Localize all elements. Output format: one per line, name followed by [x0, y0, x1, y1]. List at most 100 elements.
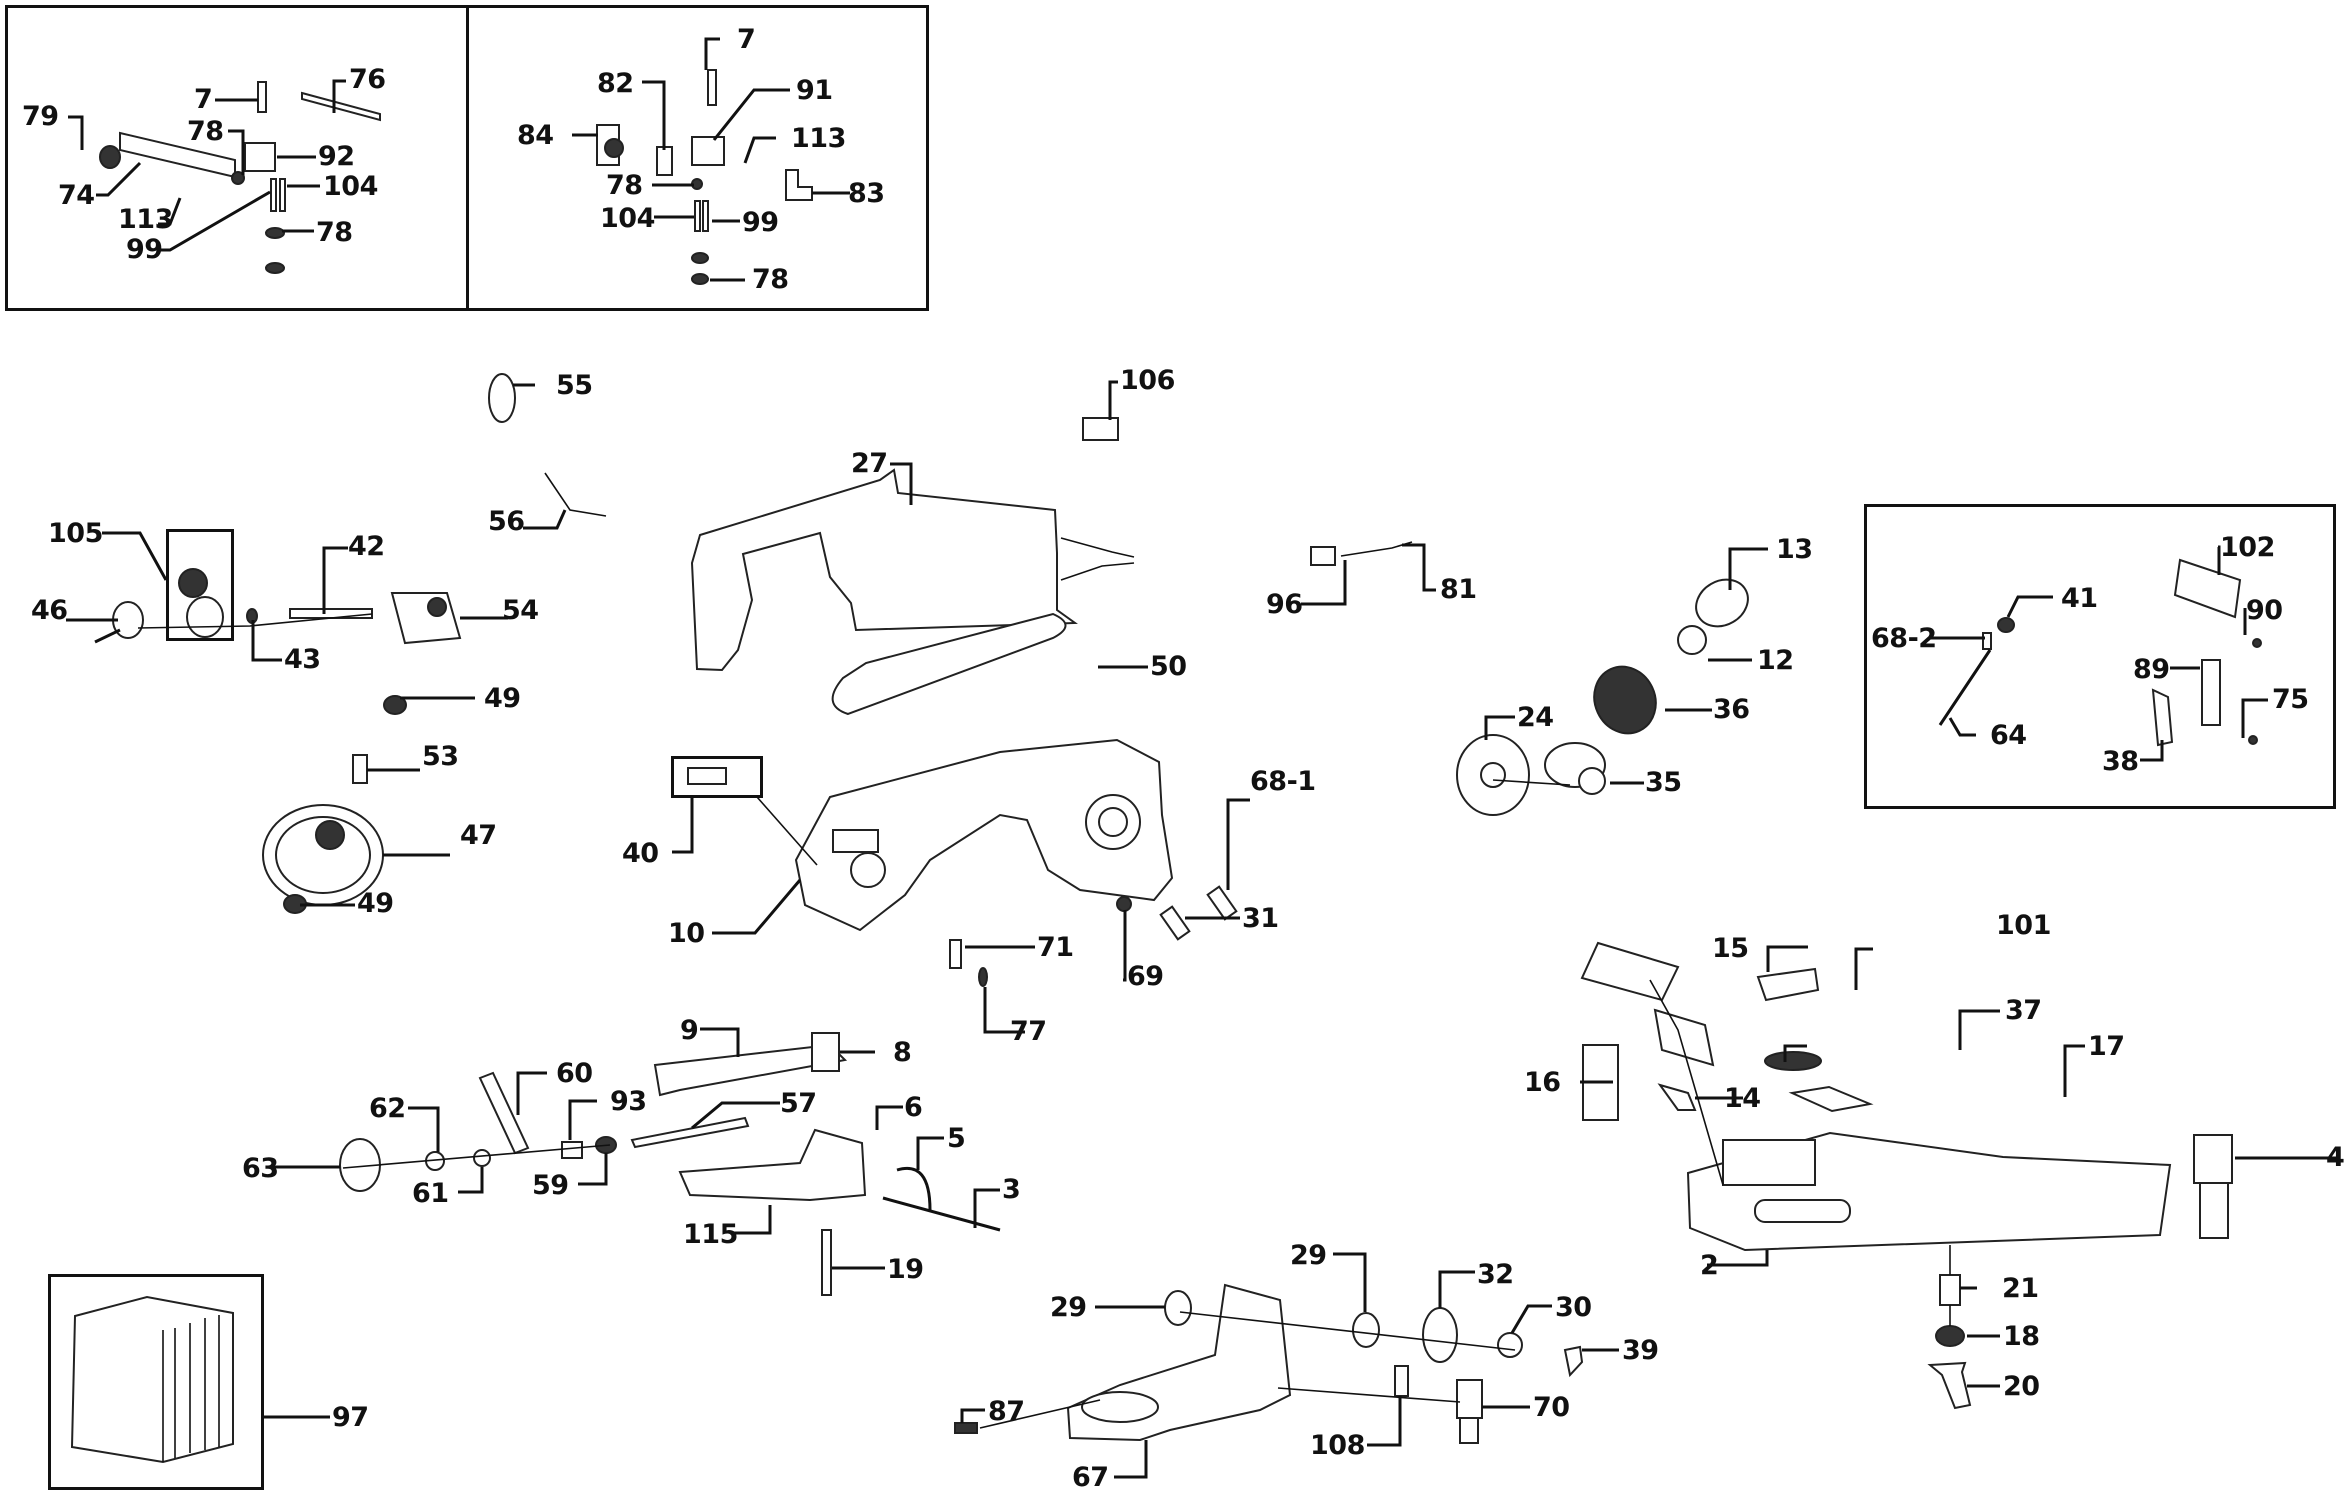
label-6: 6 — [904, 1092, 923, 1123]
label-76: 76 — [349, 64, 386, 95]
label-99-right: 99 — [742, 207, 779, 238]
part-97-chip-tray — [70, 1295, 234, 1464]
part-68-1-pin — [1206, 885, 1238, 921]
label-89: 89 — [2133, 654, 2170, 685]
part-104-99-pins-right — [694, 200, 709, 232]
label-60: 60 — [556, 1058, 593, 1089]
part-53-stud — [352, 754, 368, 784]
part-47-handwheel — [262, 804, 384, 906]
label-69: 69 — [1127, 961, 1164, 992]
label-13: 13 — [1776, 534, 1813, 565]
part-32-flange — [1422, 1307, 1458, 1363]
label-78-right-lower: 78 — [752, 264, 789, 295]
label-113-left: 113 — [118, 204, 173, 235]
part-46-lever-handle — [94, 601, 144, 644]
part-108-plate — [1394, 1365, 1409, 1397]
label-41: 41 — [2061, 583, 2098, 614]
label-104-right: 104 — [600, 203, 655, 234]
part-90-screw — [2252, 638, 2262, 648]
label-63: 63 — [242, 1153, 279, 1184]
part-70-limit-switch — [1456, 1379, 1483, 1444]
part-83-plate — [785, 169, 813, 201]
part-82-plate — [656, 146, 673, 176]
part-76-brush-bracket — [301, 91, 381, 122]
label-29-right: 29 — [1290, 1240, 1327, 1271]
label-7-right: 7 — [737, 24, 756, 55]
label-47: 47 — [460, 820, 497, 851]
part-39-bracket — [1563, 1345, 1584, 1378]
label-19: 19 — [887, 1254, 924, 1285]
label-2: 2 — [1700, 1250, 1719, 1281]
part-4-coolant-pump — [2193, 1134, 2233, 1239]
part-93-bushing — [561, 1141, 583, 1159]
label-39: 39 — [1622, 1335, 1659, 1366]
label-79: 79 — [22, 101, 59, 132]
label-113-right: 113 — [791, 123, 846, 154]
part-2-base — [1686, 1131, 2172, 1252]
label-9: 9 — [680, 1015, 699, 1046]
label-77: 77 — [1010, 1016, 1047, 1047]
label-21: 21 — [2002, 1273, 2039, 1304]
label-96: 96 — [1266, 589, 1303, 620]
label-93: 93 — [610, 1086, 647, 1117]
label-75: 75 — [2272, 684, 2309, 715]
label-68-2: 68-2 — [1871, 623, 1937, 654]
label-106: 106 — [1120, 365, 1175, 396]
label-87: 87 — [988, 1396, 1025, 1427]
label-29-left: 29 — [1050, 1292, 1087, 1323]
part-27-blade-guard — [690, 468, 1078, 672]
part-36-motor — [1593, 665, 1657, 735]
label-78-right: 78 — [606, 170, 643, 201]
label-61: 61 — [412, 1178, 449, 1209]
part-102-bracket — [2173, 558, 2242, 619]
part-19-pin — [821, 1229, 832, 1296]
part-12-fan — [1677, 625, 1707, 655]
label-54: 54 — [502, 595, 539, 626]
part-7-bearing-pin-right — [707, 69, 717, 106]
part-91-guide-block — [691, 136, 725, 166]
label-91: 91 — [796, 75, 833, 106]
label-16: 16 — [1524, 1067, 1561, 1098]
part-40-switch — [687, 767, 727, 785]
part-54-block — [390, 592, 462, 645]
part-81-hose-right — [1060, 537, 1413, 581]
inset-frame-part-40 — [671, 756, 763, 798]
part-104-pins — [270, 178, 286, 212]
label-82: 82 — [597, 68, 634, 99]
label-108: 108 — [1310, 1430, 1365, 1461]
part-29-bearing-left — [1164, 1290, 1192, 1326]
part-38-cover — [2151, 688, 2174, 747]
part-30-nut — [1497, 1332, 1523, 1358]
label-62: 62 — [369, 1093, 406, 1124]
part-49-nut-upper — [383, 695, 407, 715]
label-5: 5 — [947, 1123, 966, 1154]
part-92-guide-block — [244, 142, 276, 172]
label-18: 18 — [2003, 1321, 2040, 1352]
part-106-switch — [1082, 417, 1119, 441]
part-77-clip — [978, 967, 988, 987]
label-81: 81 — [1440, 574, 1477, 605]
label-27: 27 — [851, 448, 888, 479]
label-84: 84 — [517, 120, 554, 151]
label-7-left: 7 — [194, 84, 213, 115]
part-78-bearing — [231, 171, 245, 185]
inset-frame-guide-bearing — [166, 529, 234, 641]
part-67-pivot-base — [1066, 1283, 1292, 1442]
part-78-bearings-right-lower — [691, 252, 709, 285]
label-90: 90 — [2246, 595, 2283, 626]
label-115: 115 — [683, 1219, 738, 1250]
part-35-gearbox — [1544, 742, 1606, 795]
inset-divider — [466, 5, 469, 311]
label-20: 20 — [2003, 1371, 2040, 1402]
label-49-lower: 49 — [357, 888, 394, 919]
part-68-2-pin — [1982, 632, 1992, 650]
label-17: 17 — [2088, 1031, 2125, 1062]
part-29-bearing-right — [1352, 1312, 1380, 1348]
part-50-blade-belt — [831, 612, 1067, 716]
part-64-spring — [1938, 649, 1992, 726]
part-101-cover — [1756, 967, 1820, 1002]
part-89-cylinder — [2201, 659, 2221, 726]
part-84-bracket — [596, 124, 624, 166]
part-96-coupling — [1310, 546, 1336, 566]
part-71-plate — [949, 939, 962, 969]
